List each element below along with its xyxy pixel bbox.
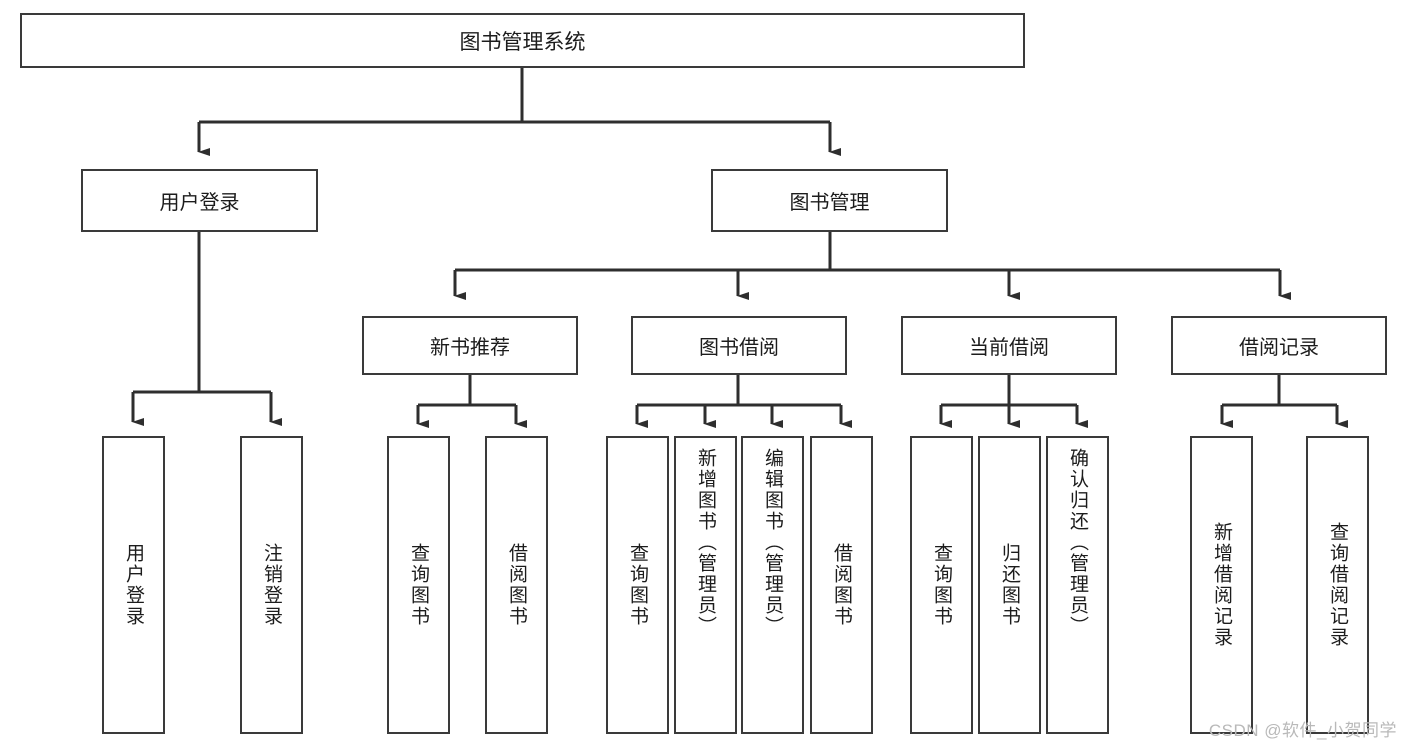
node-label: 用户登录: [123, 543, 144, 627]
leaf-logout[interactable]: 注销登录: [240, 436, 303, 734]
node-label: 新书推荐: [430, 337, 510, 359]
leaf-add-borrow-record[interactable]: 新增借阅记录: [1190, 436, 1253, 734]
leaf-add-book-admin[interactable]: 新增图书（管理员）: [674, 436, 737, 734]
node-new-book-recommend[interactable]: 新书推荐: [362, 316, 578, 375]
leaf-query-book-borrow[interactable]: 查询图书: [606, 436, 669, 734]
node-user-login[interactable]: 用户登录: [81, 169, 318, 232]
node-root-book-management-system[interactable]: 图书管理系统: [20, 13, 1025, 68]
node-label: 新增图书（管理员）: [695, 448, 716, 637]
node-label: 编辑图书（管理员）: [762, 448, 783, 637]
leaf-confirm-return-admin[interactable]: 确认归还（管理员）: [1046, 436, 1109, 734]
node-label: 查询图书: [627, 543, 648, 627]
node-label: 查询图书: [931, 543, 952, 627]
leaf-query-book-current[interactable]: 查询图书: [910, 436, 973, 734]
node-label: 图书管理系统: [459, 30, 586, 54]
leaf-edit-book-admin[interactable]: 编辑图书（管理员）: [741, 436, 804, 734]
node-label: 图书借阅: [699, 337, 779, 359]
leaf-borrow-book[interactable]: 借阅图书: [810, 436, 873, 734]
node-label: 归还图书: [999, 543, 1020, 627]
node-current-borrow[interactable]: 当前借阅: [901, 316, 1117, 375]
node-book-borrow[interactable]: 图书借阅: [631, 316, 847, 375]
leaf-return-book[interactable]: 归还图书: [978, 436, 1041, 734]
node-label: 借阅记录: [1239, 337, 1319, 359]
leaf-user-login[interactable]: 用户登录: [102, 436, 165, 734]
node-label: 图书管理: [789, 192, 870, 214]
node-book-management[interactable]: 图书管理: [711, 169, 948, 232]
node-label: 借阅图书: [831, 543, 852, 627]
leaf-borrow-book-recommend[interactable]: 借阅图书: [485, 436, 548, 734]
node-label: 当前借阅: [969, 337, 1049, 359]
node-label: 借阅图书: [506, 543, 527, 627]
node-label: 确认归还（管理员）: [1067, 448, 1088, 637]
leaf-query-book-recommend[interactable]: 查询图书: [387, 436, 450, 734]
node-label: 新增借阅记录: [1211, 522, 1232, 648]
leaf-query-borrow-record[interactable]: 查询借阅记录: [1306, 436, 1369, 734]
node-label: 用户登录: [159, 192, 240, 214]
node-label: 查询图书: [408, 543, 429, 627]
node-label: 注销登录: [261, 543, 282, 627]
node-borrow-record[interactable]: 借阅记录: [1171, 316, 1387, 375]
node-label: 查询借阅记录: [1327, 522, 1348, 648]
